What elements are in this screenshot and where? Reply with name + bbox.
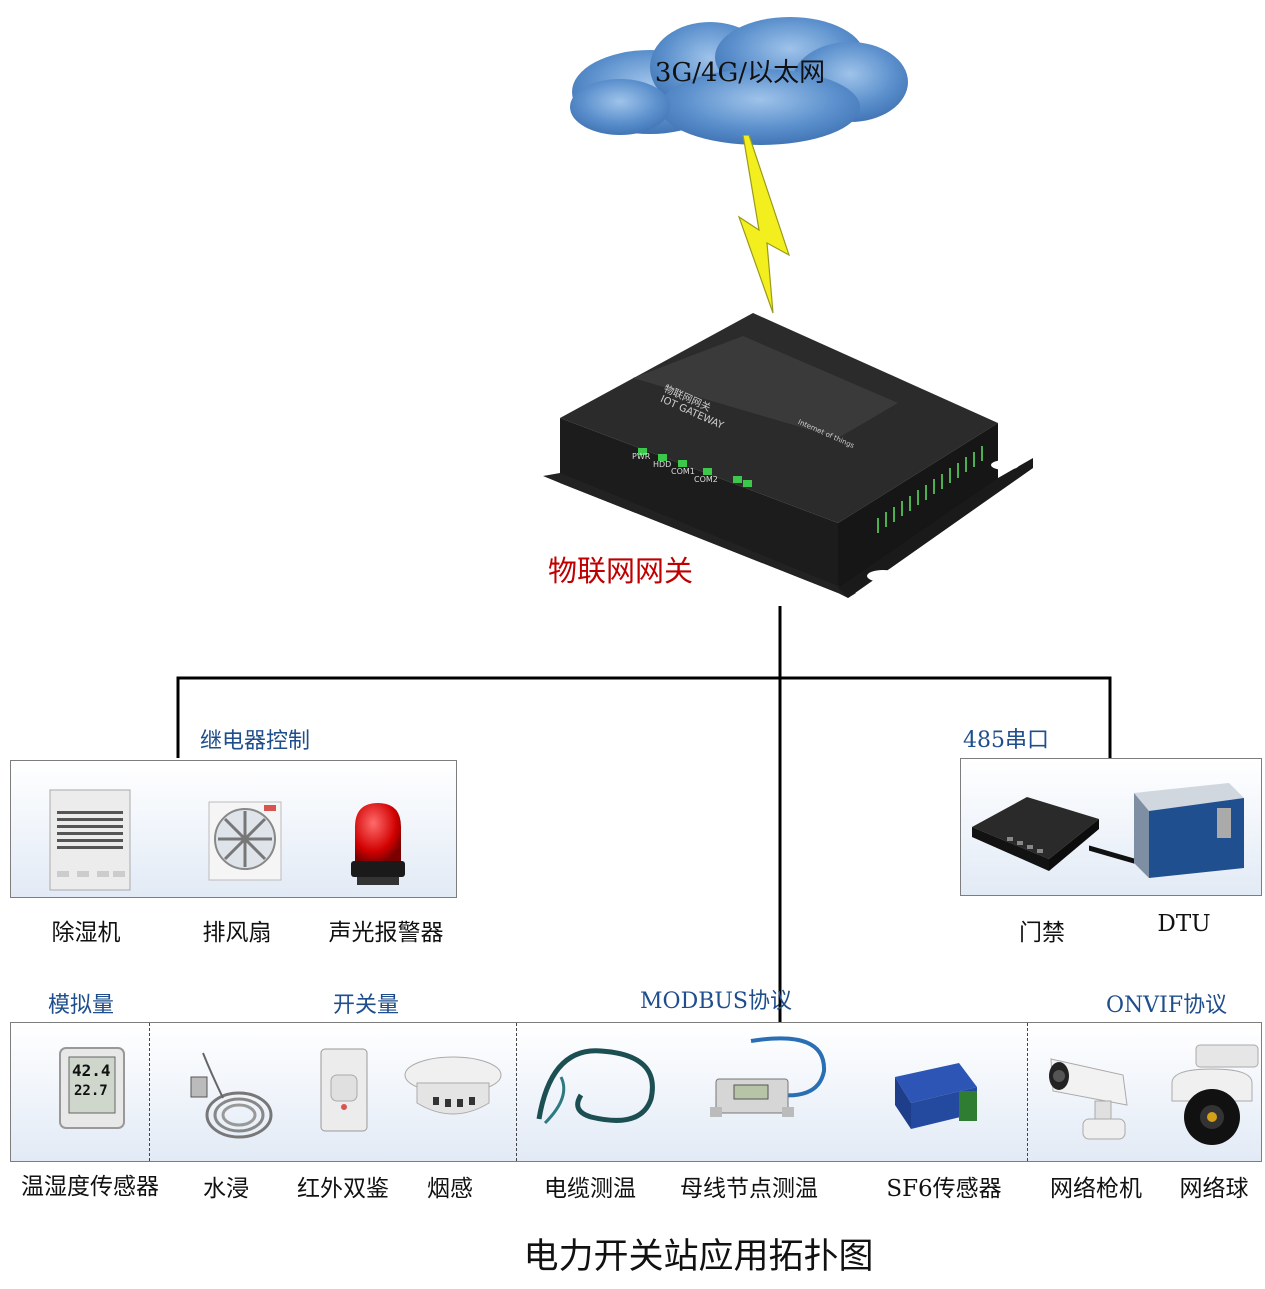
smoke-detector-icon: [403, 1053, 503, 1128]
lightning-icon: [735, 135, 795, 315]
device-label-water-leak: 水浸: [203, 1176, 249, 1202]
modbus-title: MODBUS协议: [640, 989, 792, 1014]
relay-panel: [10, 760, 457, 898]
device-label-dehumidifier: 除湿机: [51, 920, 121, 946]
divider-modbus-onvif: [1027, 1023, 1028, 1161]
network-dome-camera-icon: [1166, 1043, 1261, 1148]
diagram-title: 电力开关站应用拓扑图: [523, 1237, 874, 1277]
switch-title: 开关量: [333, 993, 400, 1018]
relay-title: 继电器控制: [200, 729, 311, 754]
thermo-hygrometer-icon: [59, 1047, 125, 1129]
device-label-busbar-temperature: 母线节点测温: [680, 1176, 818, 1202]
water-leak-sensor-icon: [183, 1043, 273, 1143]
device-label-thermo-hygrometer: 温湿度传感器: [21, 1174, 159, 1200]
divider-switch-modbus: [516, 1023, 517, 1161]
serial-panel: [960, 758, 1262, 896]
device-label-smoke: 烟感: [427, 1176, 473, 1202]
device-label-access-control: 门禁: [1019, 920, 1065, 946]
access-controller-icon: [967, 779, 1105, 874]
led-label-pwr: PWR: [632, 452, 651, 461]
cloud-icon: [560, 12, 920, 152]
sf6-sensor-icon: [889, 1057, 981, 1137]
onvif-title: ONVIF协议: [1106, 993, 1228, 1018]
device-label-alarm: 声光报警器: [328, 920, 444, 946]
device-label-bullet-camera: 网络枪机: [1050, 1176, 1142, 1202]
cable-temperature-sensor-icon: [531, 1037, 681, 1137]
device-label-dtu: DTU: [1157, 911, 1211, 937]
sensor-panel: 42.4 22.7: [10, 1022, 1262, 1162]
exhaust-fan-icon: [208, 801, 282, 881]
analog-title: 模拟量: [48, 993, 115, 1018]
device-label-sf6: SF6传感器: [886, 1176, 1002, 1202]
device-label-exhaust-fan: 排风扇: [202, 920, 272, 946]
thermo-reading-temperature: 22.7: [74, 1083, 108, 1099]
dtu-icon: [1089, 773, 1249, 883]
thermo-reading-humidity: 42.4: [72, 1061, 111, 1080]
led-label-hdd: HDD: [653, 460, 672, 469]
sound-light-alarm-icon: [347, 799, 409, 887]
device-label-dome-camera: 网络球: [1179, 1176, 1249, 1202]
busbar-temperature-sensor-icon: [706, 1033, 836, 1133]
led-label-com1: COM1: [671, 467, 695, 476]
device-label-cable-temperature: 电缆测温: [544, 1176, 636, 1202]
divider-analog-switch: [149, 1023, 150, 1161]
dehumidifier-icon: [49, 789, 131, 891]
iot-gateway-device: [538, 308, 1038, 598]
serial-title: 485串口: [963, 728, 1049, 753]
led-label-com2: COM2: [694, 475, 718, 484]
network-label: 3G/4G/以太网: [654, 58, 826, 88]
gateway-name: 物联网网关: [548, 554, 694, 588]
device-label-infrared-dual: 红外双鉴: [297, 1176, 389, 1202]
infrared-dual-detector-icon: [319, 1047, 369, 1133]
network-bullet-camera-icon: [1043, 1049, 1143, 1144]
